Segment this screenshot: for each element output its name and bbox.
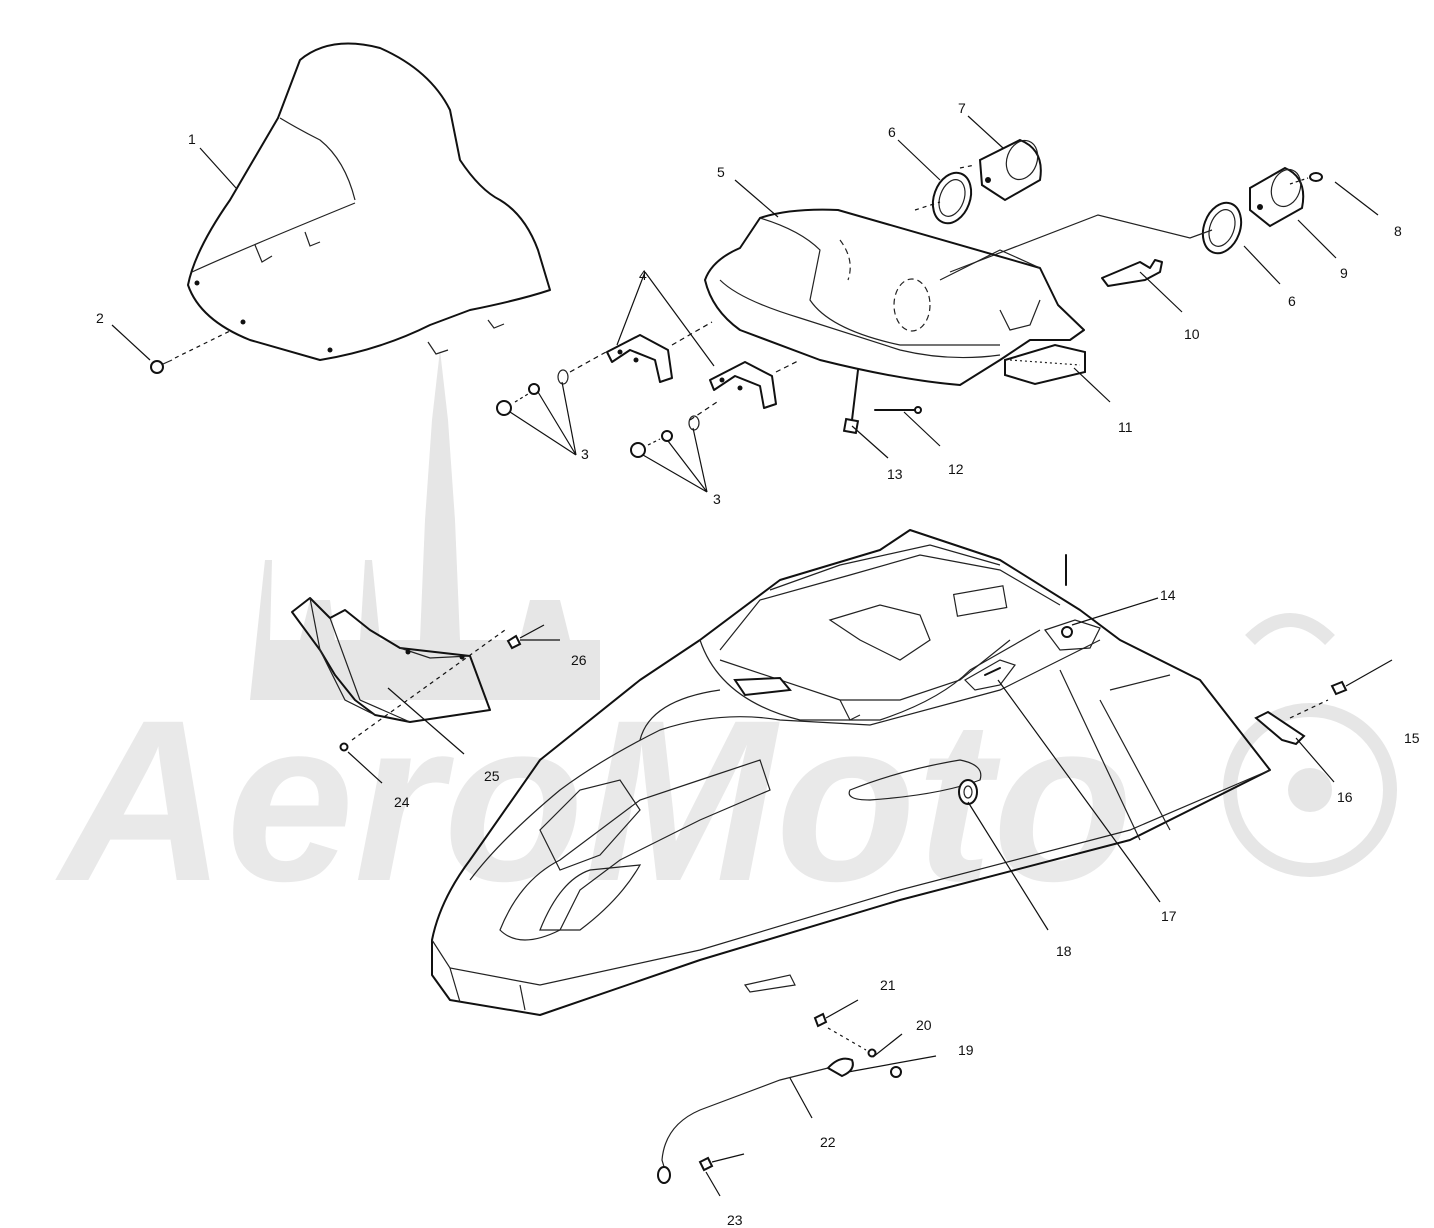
pin <box>874 406 922 414</box>
mount-hardware-set-left <box>496 369 569 416</box>
callout-1: 1 <box>188 131 196 147</box>
hood <box>431 529 1271 1016</box>
callout-10: 10 <box>1184 326 1200 342</box>
callout-6: 6 <box>1288 293 1296 309</box>
callout-9: 9 <box>1340 265 1348 281</box>
screw-26 <box>506 624 545 650</box>
tachometer <box>1249 166 1305 228</box>
gauge-bezel-left <box>931 171 973 225</box>
grommet-18 <box>958 779 978 805</box>
switch <box>1101 259 1163 287</box>
mount-hardware-set-right <box>630 415 700 458</box>
callout-18: 18 <box>1056 943 1072 959</box>
latch-17 <box>964 659 1016 691</box>
callout-15: 15 <box>1404 730 1420 746</box>
windshield <box>187 42 551 361</box>
callout-3: 3 <box>713 491 721 507</box>
callout-7: 7 <box>958 100 966 116</box>
callout-5: 5 <box>717 164 725 180</box>
instrument-console <box>704 208 1085 386</box>
callout-4: 4 <box>639 267 647 283</box>
callout-16: 16 <box>1337 789 1353 805</box>
callout-2: 2 <box>96 310 104 326</box>
callouts: 1 2 3 3 4 5 6 6 7 8 9 10 11 12 13 14 15 … <box>96 100 1420 1228</box>
mount-bracket-left <box>606 334 673 383</box>
speedometer <box>978 138 1042 202</box>
cable-fitting <box>842 369 860 435</box>
callout-21: 21 <box>880 977 896 993</box>
screw-15 <box>1330 659 1393 696</box>
side-deflector <box>291 597 491 723</box>
dzus-fastener <box>1044 554 1101 651</box>
callout-20: 20 <box>916 1017 932 1033</box>
callout-14: 14 <box>1160 587 1176 603</box>
callout-8: 8 <box>1394 223 1402 239</box>
callout-12: 12 <box>948 461 964 477</box>
rivet-24 <box>339 742 349 752</box>
callout-17: 17 <box>1161 908 1177 924</box>
callout-26: 26 <box>571 652 587 668</box>
indicator-bulb <box>1289 172 1323 185</box>
screw-23 <box>698 1153 745 1172</box>
tether-cable <box>657 1057 854 1184</box>
foam-pad <box>1004 343 1086 386</box>
callout-19: 19 <box>958 1042 974 1058</box>
mount-bracket-right <box>709 361 777 409</box>
mount-plate-16 <box>1254 699 1329 746</box>
callout-11: 11 <box>1118 419 1133 435</box>
screw-21 <box>813 999 867 1051</box>
callout-24: 24 <box>394 794 410 810</box>
leader-lines <box>111 115 1379 1197</box>
callout-6: 6 <box>888 124 896 140</box>
callout-13: 13 <box>887 466 903 482</box>
nut-19 <box>890 1066 902 1078</box>
watermark: AeroMoto <box>55 350 1397 929</box>
callout-25: 25 <box>484 768 500 784</box>
washer-20 <box>867 1048 877 1058</box>
callout-3: 3 <box>581 446 589 462</box>
gauge-bezel-right <box>1201 201 1243 255</box>
callout-22: 22 <box>820 1134 836 1150</box>
windshield-screw <box>150 329 233 374</box>
callout-23: 23 <box>727 1212 743 1228</box>
